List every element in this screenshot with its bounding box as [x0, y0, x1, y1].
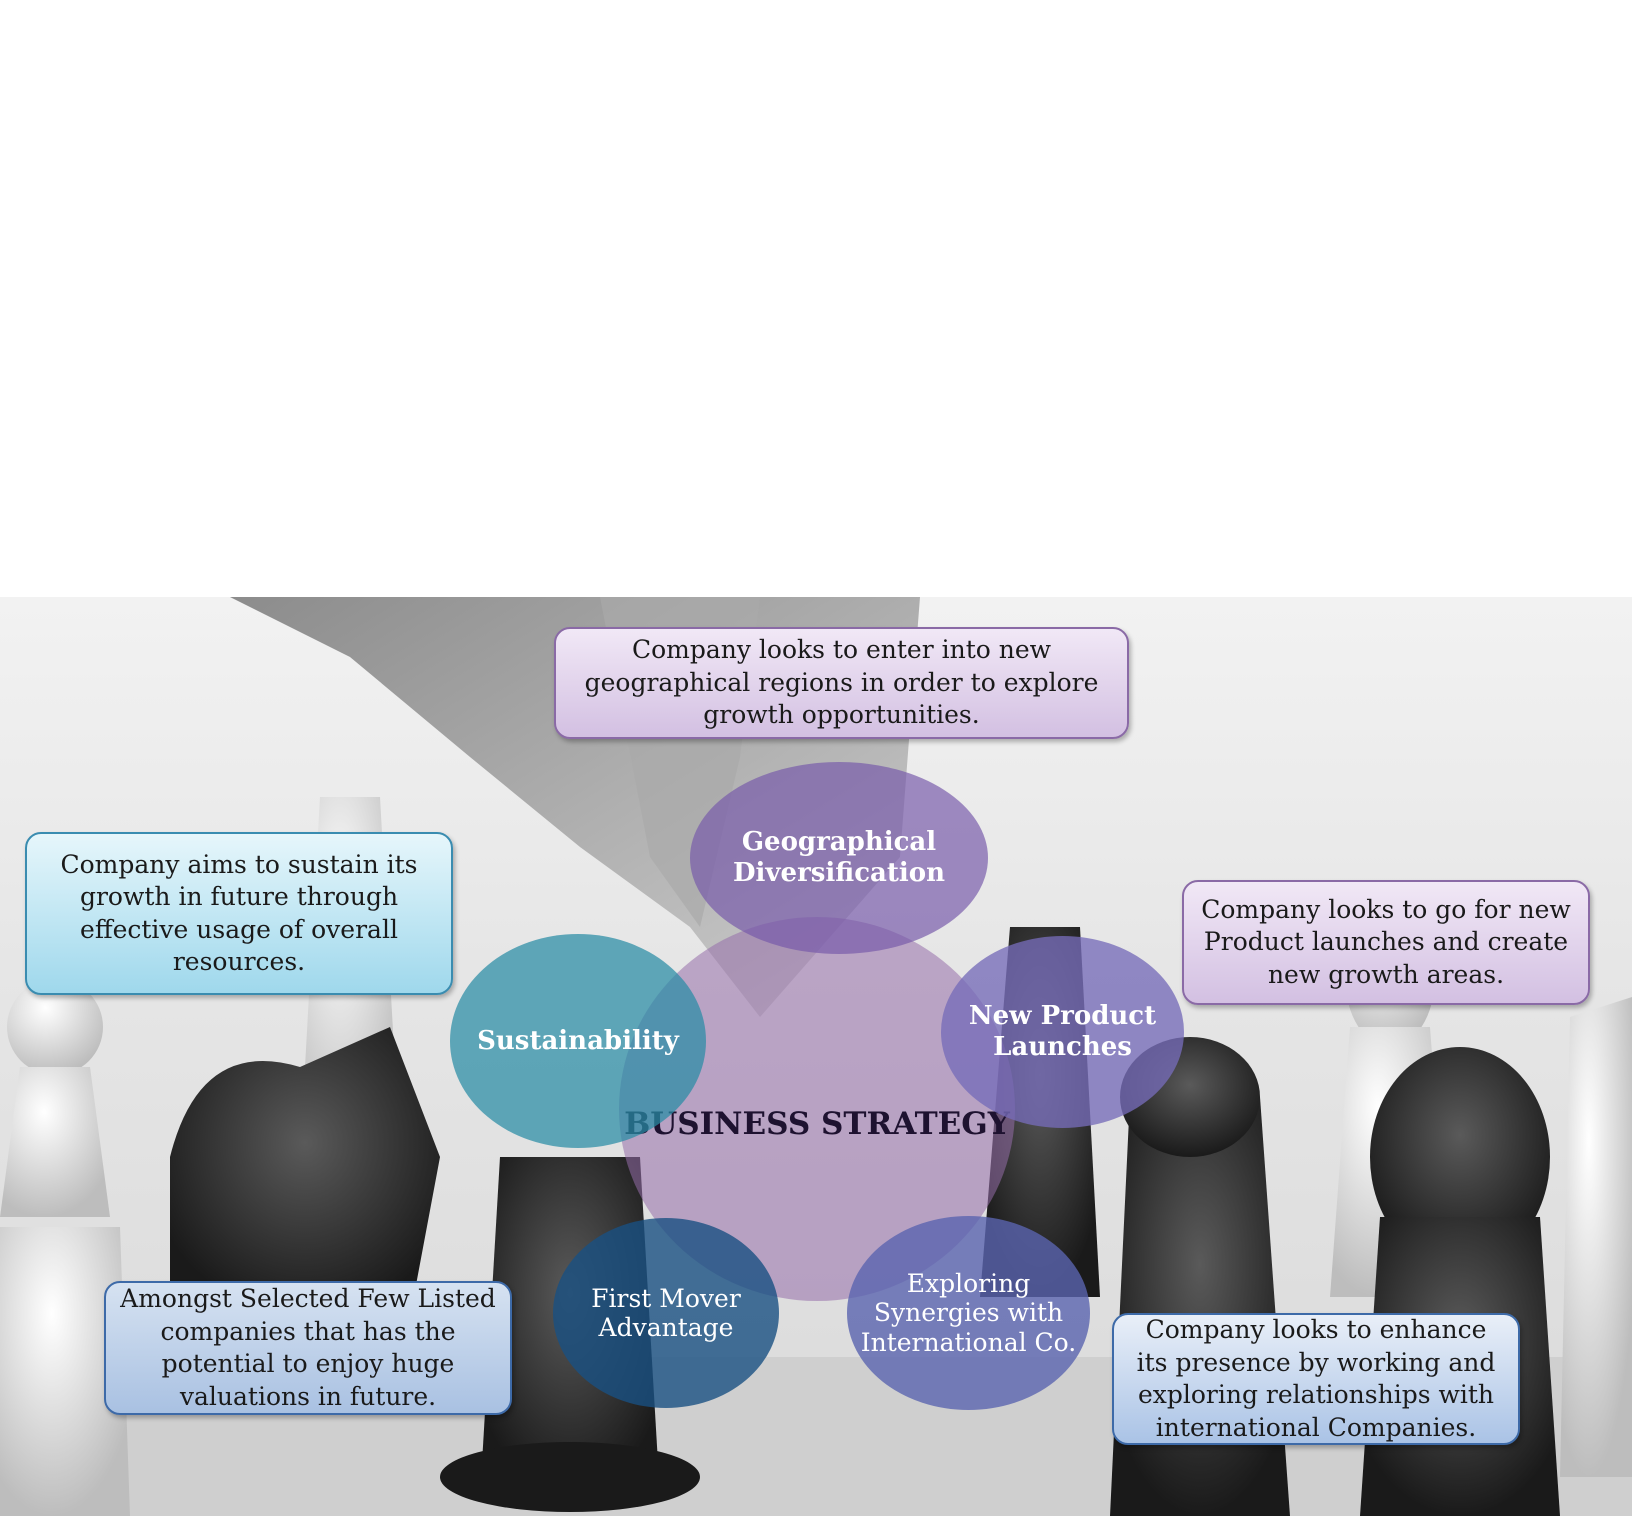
node-exploring-synergies: Exploring Synergies with International C…	[847, 1216, 1090, 1410]
description-geographical: Company looks to enter into new geograph…	[554, 627, 1129, 739]
synergies-label: Exploring Synergies with International C…	[860, 1268, 1077, 1357]
center-label: BUSINESS STRATEGY	[624, 1105, 1010, 1142]
sustainability-description: Company aims to sustain its growth in fu…	[60, 849, 418, 977]
first-mover-description: Amongst Selected Few Listed companies th…	[120, 1284, 496, 1411]
geographical-label: Geographical Diversification	[733, 827, 945, 888]
synergies-description: Company looks to enhance its presence by…	[1136, 1315, 1496, 1442]
first-mover-label: First Mover Advantage	[591, 1283, 741, 1343]
description-first-mover: Amongst Selected Few Listed companies th…	[104, 1281, 512, 1415]
dark-bishop-right	[1370, 1047, 1550, 1267]
node-new-product-launches: New Product Launches	[941, 936, 1184, 1128]
node-first-mover-advantage: First Mover Advantage	[553, 1218, 779, 1408]
description-new-product: Company looks to go for new Product laun…	[1182, 880, 1590, 1005]
node-sustainability: Sustainability	[450, 934, 706, 1148]
geographical-description: Company looks to enter into new geograph…	[584, 635, 1099, 730]
sustainability-label: Sustainability	[477, 1025, 679, 1056]
new-product-label: New Product Launches	[968, 1001, 1157, 1062]
node-geographical-diversification: Geographical Diversification	[690, 762, 988, 954]
description-sustainability: Company aims to sustain its growth in fu…	[25, 832, 453, 995]
new-product-description: Company looks to go for new Product laun…	[1201, 894, 1571, 989]
dark-knight-left	[170, 1027, 440, 1317]
description-synergies: Company looks to enhance its presence by…	[1112, 1313, 1520, 1445]
